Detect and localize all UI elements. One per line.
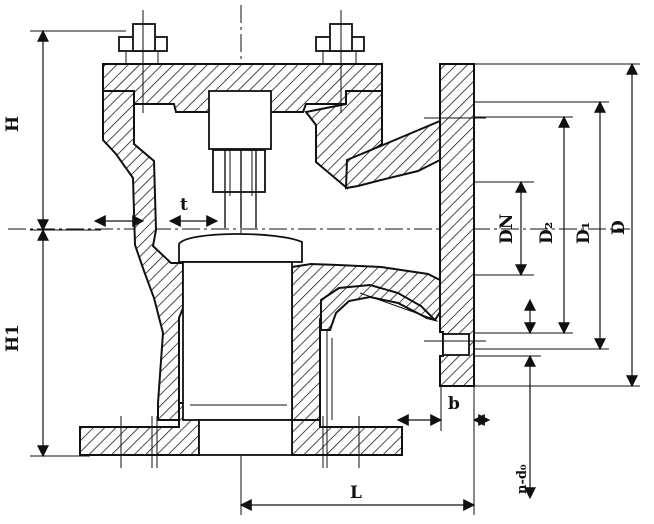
dimensions: [30, 29, 640, 515]
valve-disc: [178, 233, 303, 263]
label-d2: D₂: [537, 222, 557, 244]
stem-chamber: [208, 90, 272, 150]
label-dn: DN: [497, 214, 517, 244]
label-h1: H1: [3, 324, 23, 352]
stem-and-internal-lines: [185, 150, 437, 420]
label-t: t: [180, 195, 188, 215]
side-flange: [439, 63, 475, 387]
main-flow-channel: [182, 261, 293, 421]
drawing-labels: H H1 t DN D₂ D₁ D b n-d₀ L: [3, 116, 629, 503]
bottom-opening: [198, 419, 293, 456]
label-d1: D₁: [574, 222, 594, 244]
stem-guide: [212, 149, 266, 193]
label-h: H: [3, 116, 23, 132]
lower-body-right-rib: [320, 283, 439, 331]
valve-body: [79, 63, 475, 456]
top-bolts: [118, 10, 365, 113]
bottom-flange-bolts: [120, 416, 360, 468]
label-d: D: [609, 220, 629, 235]
side-flange-bolt-hole: [442, 333, 470, 356]
upper-body-right-wall: [304, 90, 383, 190]
label-l: L: [350, 483, 362, 503]
label-b: b: [448, 394, 460, 414]
side-outlet-branch: [344, 119, 441, 190]
label-n-d0: n-d₀: [515, 464, 530, 494]
left-bolt-cap: [132, 23, 156, 52]
